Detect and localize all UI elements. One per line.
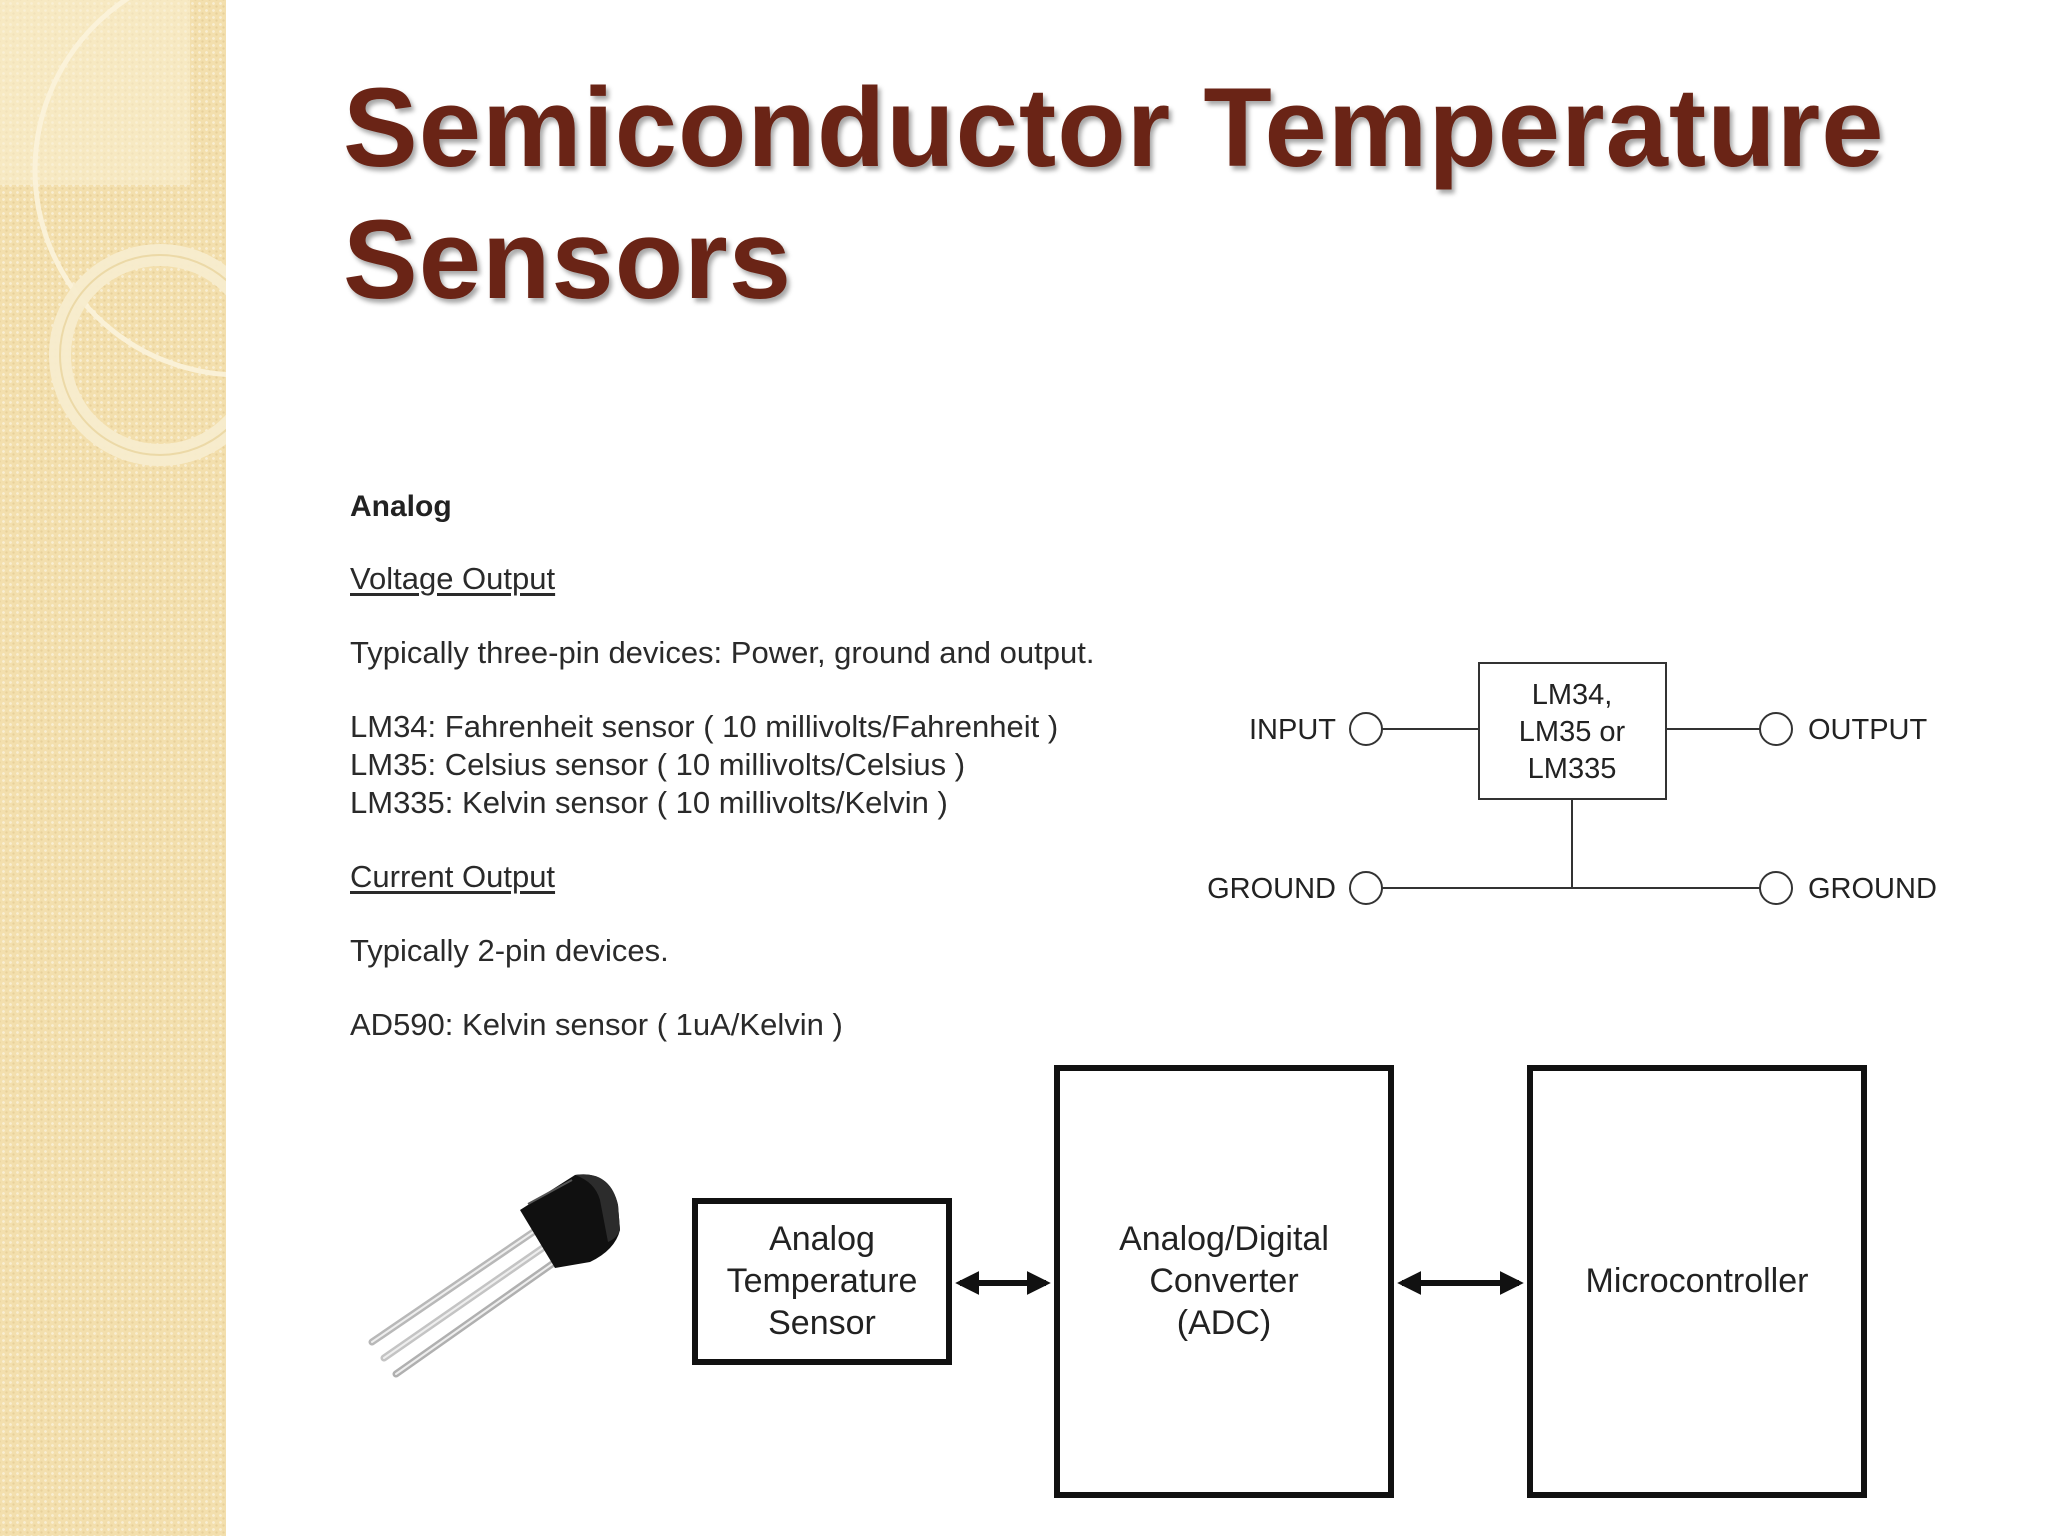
sensor-body xyxy=(520,1174,620,1268)
sensor-lm335: LM335: Kelvin sensor ( 10 millivolts/Kel… xyxy=(350,785,948,820)
adc-block xyxy=(1054,1065,1394,1498)
output-label: OUTPUT xyxy=(1808,714,1928,746)
chip-label-line-3: LM335 xyxy=(1528,753,1617,785)
sensor-block-line-2: Temperature xyxy=(727,1262,918,1300)
sensor-ad590: AD590: Kelvin sensor ( 1uA/Kelvin ) xyxy=(350,1007,843,1042)
microcontroller-block xyxy=(1527,1065,1867,1498)
adc-block-line-2: Converter xyxy=(1149,1262,1298,1300)
sensor-block-line-1: Analog xyxy=(769,1220,875,1258)
sensor-block xyxy=(692,1198,952,1365)
sensor-chip-box xyxy=(1478,662,1667,800)
ground-label-left: GROUND xyxy=(1207,873,1336,905)
ground-label-right: GROUND xyxy=(1808,873,1937,905)
adc-block-line-3: (ADC) xyxy=(1177,1304,1271,1342)
adc-block-line-1: Analog/Digital xyxy=(1119,1220,1329,1258)
chip-label-line-1: LM34, xyxy=(1532,679,1613,711)
slide-title: Semiconductor Temperature Sensors xyxy=(343,65,1885,322)
decorative-rings xyxy=(0,0,226,466)
current-output-description: Typically 2-pin devices. xyxy=(350,933,669,968)
sensor-block-line-3: Sensor xyxy=(768,1304,876,1342)
current-output-label: Current Output xyxy=(350,859,556,894)
sensor-lm35: LM35: Celsius sensor ( 10 millivolts/Cel… xyxy=(350,747,966,782)
voltage-output-description: Typically three-pin devices: Power, grou… xyxy=(350,635,1095,670)
voltage-output-label: Voltage Output xyxy=(350,561,556,596)
input-label: INPUT xyxy=(1249,714,1336,746)
decorative-sidebar xyxy=(0,0,226,1536)
microcontroller-label: Microcontroller xyxy=(1586,1262,1809,1300)
sensor-lm34: LM34: Fahrenheit sensor ( 10 millivolts/… xyxy=(350,709,1059,744)
section-heading-analog: Analog xyxy=(350,490,452,523)
sensor-leads xyxy=(368,1218,576,1378)
chip-label-line-2: LM35 or xyxy=(1519,716,1626,748)
